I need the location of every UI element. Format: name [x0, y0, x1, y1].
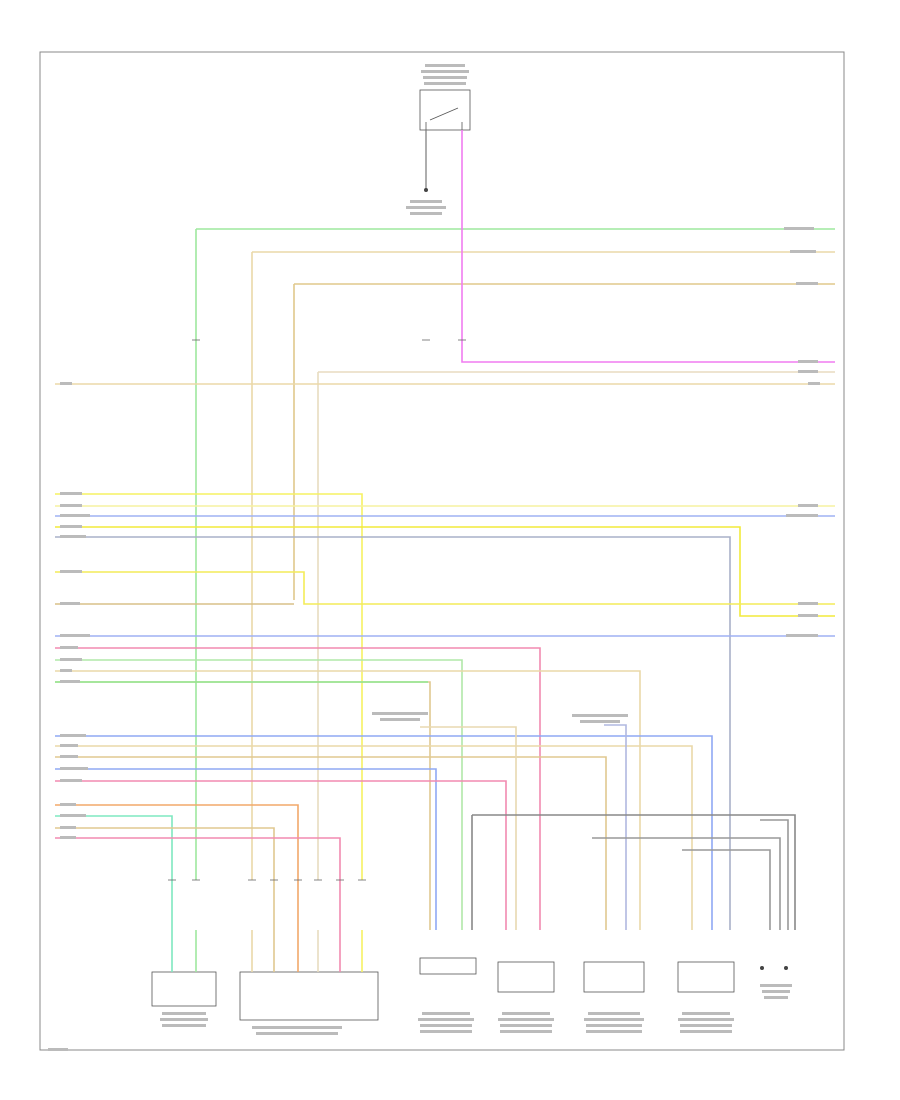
wire-tan-1	[251, 251, 835, 880]
wire-gray-1	[55, 536, 731, 930]
page-code	[48, 1048, 68, 1051]
wire-tan-4	[55, 670, 641, 930]
wire-ground-bus-2	[760, 819, 789, 930]
wire-tan-5	[55, 681, 431, 930]
wire-light-1	[317, 371, 835, 880]
bottom-component-1	[151, 930, 217, 1027]
bottom-ground	[760, 966, 792, 999]
bottom-component-6	[677, 961, 735, 1033]
wire-pink-1	[55, 647, 541, 930]
wire-tan-2	[293, 283, 835, 600]
top-switch-component	[419, 64, 471, 131]
wire-pink-3	[55, 837, 341, 930]
left-connector-labels	[60, 382, 90, 839]
top-switch-caption	[421, 64, 469, 85]
wire-set	[55, 130, 835, 930]
wire-pink-2	[55, 780, 507, 930]
bottom-component-2	[239, 930, 379, 1035]
wire-ground-bus-1	[471, 814, 796, 930]
connector-stubs	[168, 339, 466, 881]
wire-ground-bus-4	[682, 849, 771, 930]
wire-magenta	[461, 130, 835, 363]
wire-green-top	[195, 228, 835, 880]
right-connector-labels	[784, 227, 820, 637]
wire-tan-7	[55, 756, 607, 930]
bottom-component-5	[583, 961, 645, 1033]
wire-yellow-1	[55, 493, 363, 880]
wire-blue-3	[55, 735, 713, 930]
bottom-component-4	[497, 961, 555, 1033]
wire-tan-6	[55, 745, 693, 930]
diagram-frame	[39, 51, 845, 1051]
bottom-component-3	[418, 957, 477, 1033]
middle-reference-tags	[372, 712, 628, 723]
wire-orange	[55, 804, 299, 930]
wire-ground-bus-3	[592, 837, 781, 930]
ground-symbol	[406, 130, 446, 215]
wire-yellow-3	[55, 526, 835, 617]
wire-teal	[55, 815, 173, 930]
wire-ref-left	[420, 726, 517, 930]
wire-yellow-4	[55, 571, 835, 605]
wire-tan-8	[55, 827, 275, 930]
wire-ref-right	[604, 724, 627, 930]
wire-green-2	[55, 659, 463, 930]
wire-blue-4	[55, 768, 437, 930]
